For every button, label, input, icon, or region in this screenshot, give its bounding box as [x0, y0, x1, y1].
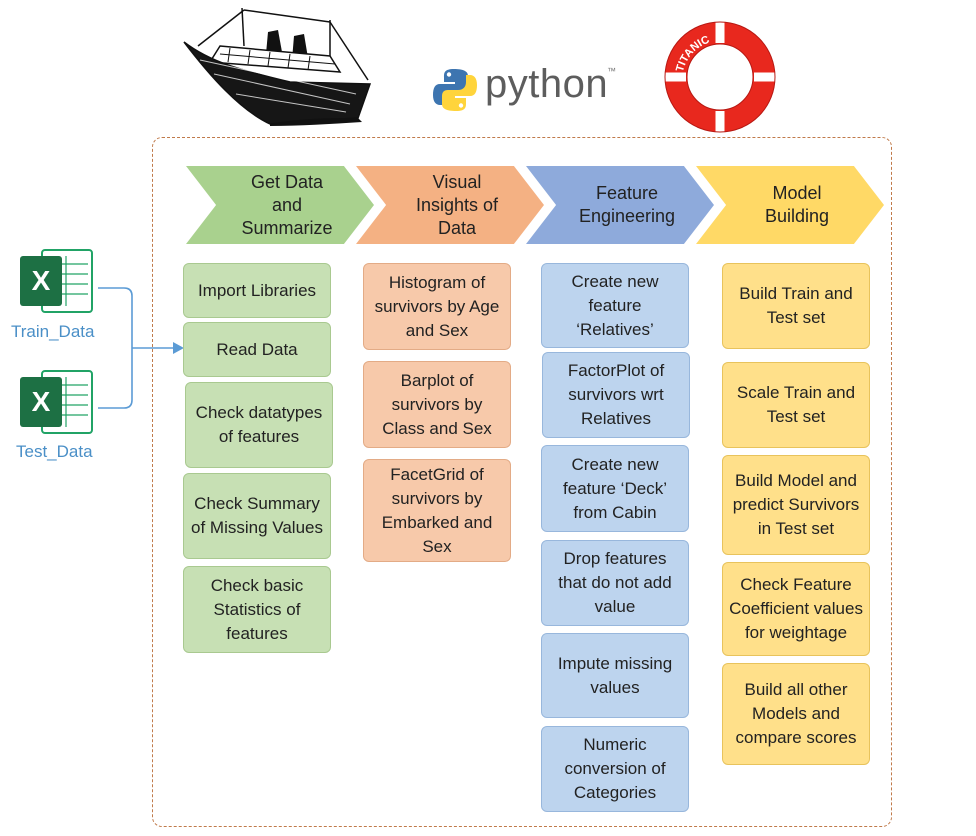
train-data-label: Train_Data	[11, 322, 95, 341]
stage-header-model-building: Model Building	[696, 166, 884, 244]
python-wordmark: python	[485, 62, 609, 106]
step-drop-features: Drop features that do not add value	[541, 540, 689, 626]
ship-illustration	[183, 7, 372, 126]
step-create-deck: Create new feature ‘Deck’ from Cabin	[541, 445, 689, 532]
step-check-statistics: Check basic Statistics of features	[183, 566, 331, 653]
svg-text:X: X	[32, 265, 51, 296]
stage-header-get-data: Get Data and Summarize	[186, 166, 374, 244]
step-check-datatypes: Check datatypes of features	[185, 382, 333, 468]
stage-header-feature-engineering: Feature Engineering	[526, 166, 714, 244]
stage-header-visual-insights: Visual Insights of Data	[356, 166, 544, 244]
excel-icon: X	[20, 370, 93, 434]
step-build-compare-models: Build all other Models and compare score…	[722, 663, 870, 765]
test-data-label: Test_Data	[16, 442, 93, 461]
lifebuoy-icon: TITANIC	[662, 19, 778, 133]
step-read-data: Read Data	[183, 322, 331, 377]
step-barplot-class-sex: Barplot of survivors by Class and Sex	[363, 361, 511, 448]
step-facetgrid-embarked-sex: FacetGrid of survivors by Embarked and S…	[363, 459, 511, 562]
workflow-frame	[152, 137, 892, 827]
trademark-symbol: ™	[607, 66, 616, 76]
step-build-train-test: Build Train and Test set	[722, 263, 870, 349]
excel-icon: X	[20, 249, 93, 313]
step-check-missing-values: Check Summary of Missing Values	[183, 473, 331, 559]
python-logo-icon	[433, 69, 477, 111]
step-factorplot-relatives: FactorPlot of survivors wrt Relatives	[542, 352, 690, 438]
step-numeric-conversion: Numeric conversion of Categories	[541, 726, 689, 812]
step-check-coefficients: Check Feature Coefficient values for wei…	[722, 562, 870, 656]
step-build-model-predict: Build Model and predict Survivors in Tes…	[722, 455, 870, 555]
step-import-libraries: Import Libraries	[183, 263, 331, 318]
step-impute-missing: Impute missing values	[541, 633, 689, 718]
step-create-relatives: Create new feature ‘Relatives’	[541, 263, 689, 348]
step-histogram-age-sex: Histogram of survivors by Age and Sex	[363, 263, 511, 350]
svg-text:X: X	[32, 386, 51, 417]
step-scale-train-test: Scale Train and Test set	[722, 362, 870, 448]
